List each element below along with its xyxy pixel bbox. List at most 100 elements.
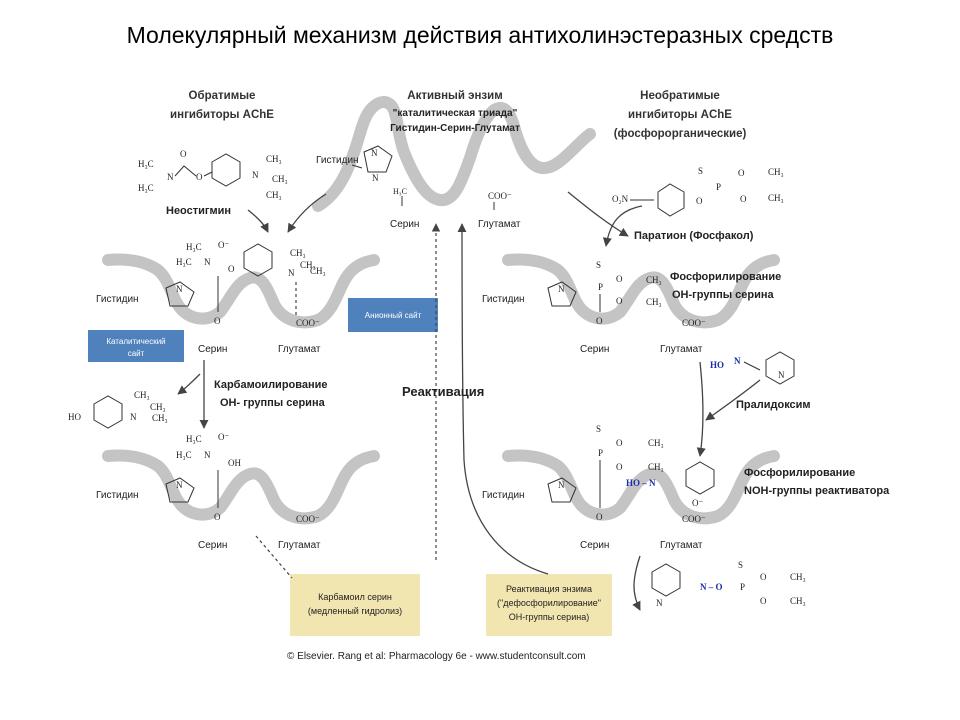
svg-text:N: N (167, 172, 174, 182)
svg-text:Гистидин: Гистидин (96, 490, 139, 501)
svg-text:Активный энзим: Активный энзим (407, 90, 502, 102)
svg-text:Гистидин: Гистидин (482, 294, 525, 305)
svg-text:N: N (130, 412, 137, 422)
svg-text:Необратимые: Необратимые (640, 90, 720, 102)
svg-text:N: N (778, 370, 785, 380)
svg-text:Пралидоксим: Пралидоксим (736, 399, 811, 411)
active-enzyme-header: Активный энзим "каталитическая триада" Г… (390, 90, 520, 134)
svg-text:Гистидин: Гистидин (316, 155, 359, 166)
svg-text:H₃C: H₃C (186, 242, 202, 252)
svg-text:Каталитический: Каталитический (106, 337, 165, 346)
svg-text:H₃C: H₃C (138, 159, 154, 169)
arrow-to-phosphorylated-oxime (632, 555, 641, 611)
pralidoxime-structure: HO N N Пралидоксим (710, 351, 811, 411)
reactivation-label: Реактивация (402, 384, 484, 399)
svg-text:Глутамат: Глутамат (278, 344, 321, 355)
svg-text:Карбамоилирование: Карбамоилирование (214, 379, 328, 391)
arrow-neostigmine-to-complex (247, 209, 269, 233)
active-site-top: Гистидин N N H₃C Серин COO⁻ Глутамат (316, 145, 521, 230)
svg-text:O: O (760, 572, 767, 582)
enzyme-surface-mid-right (502, 253, 780, 329)
svg-text:O: O (696, 196, 703, 206)
svg-text:H₃C: H₃C (138, 183, 154, 193)
svg-text:OH-группы серина): OH-группы серина) (509, 612, 589, 622)
svg-text:N: N (176, 284, 183, 294)
svg-text:Гистидин-Серин-Глутамат: Гистидин-Серин-Глутамат (390, 123, 520, 134)
carbamoyl-serine-note: Карбамоил серин (медленный гидролиз) (290, 574, 420, 636)
svg-text:Серин: Серин (580, 344, 609, 355)
svg-text:N: N (204, 257, 211, 267)
svg-text:O: O (180, 149, 187, 159)
svg-text:Серин: Серин (198, 344, 227, 355)
svg-text:Карбамоил серин: Карбамоил серин (318, 592, 392, 602)
enzyme-surface-top (312, 96, 596, 212)
svg-text:Фосфорилирование: Фосфорилирование (744, 467, 855, 479)
slide-title: Молекулярный механизм действия антихолин… (126, 22, 834, 48)
svg-text:CH₃: CH₃ (646, 275, 662, 285)
svg-text:O: O (196, 172, 203, 182)
svg-text:COO⁻: COO⁻ (488, 191, 512, 201)
svg-text:CH₃: CH₃ (310, 266, 326, 276)
svg-text:Серин: Серин (198, 540, 227, 551)
catalytic-site-box: Каталитический сайт (88, 330, 184, 362)
svg-text:COO⁻: COO⁻ (682, 318, 706, 328)
enzyme-surface-bottom-left (102, 449, 380, 525)
svg-text:Реактивация энзима: Реактивация энзима (506, 584, 592, 594)
credit-line: © Elsevier. Rang et al: Pharmacology 6e … (287, 651, 586, 662)
svg-text:Глутамат: Глутамат (278, 540, 321, 551)
svg-text:CH₃: CH₃ (134, 390, 150, 400)
svg-text:CH₃: CH₃ (272, 174, 288, 184)
svg-text:N: N (372, 173, 379, 183)
svg-text:HO: HO (68, 412, 81, 422)
svg-text:CH₃: CH₃ (290, 248, 306, 258)
phosphorylated-oxime-structure: N N – O S P O O CH₃ CH₃ (651, 560, 806, 608)
parathion-structure: O₂N O S P O O CH₃ CH₃ Паратион (Фосфакол… (612, 166, 784, 242)
svg-text:O: O (228, 264, 235, 274)
carbamoylation-label: Карбамоилирование OH- группы серина (214, 379, 328, 409)
svg-text:O: O (616, 274, 623, 284)
leaving-group-structure: HO CH₃ CH₃ N CH₃ (68, 390, 168, 429)
svg-text:N: N (656, 598, 663, 608)
svg-text:H₃C: H₃C (393, 187, 407, 196)
svg-text:O: O (616, 438, 623, 448)
svg-text:O⁻: O⁻ (218, 240, 229, 250)
svg-text:S: S (596, 424, 601, 434)
carbamoylated-enzyme: H₃C H₃C N O⁻ OH O Гистидин N COO⁻ Серин … (96, 432, 321, 551)
neostigmine-structure: H₃C H₃C N O O N CH₃ CH₃ CH₃ Неостигмин (138, 149, 288, 217)
svg-text:(фосфорорганические): (фосфорорганические) (614, 128, 747, 140)
svg-text:Серин: Серин (580, 540, 609, 551)
svg-text:COO⁻: COO⁻ (682, 514, 706, 524)
svg-text:CH₃: CH₃ (266, 190, 282, 200)
reversible-inhibitors-header: Обратимые ингибиторы AChE (170, 90, 274, 121)
svg-text:CH₃: CH₃ (646, 297, 662, 307)
svg-text:Паратион (Фосфакол): Паратион (Фосфакол) (634, 230, 754, 242)
svg-text:OH-группы серина: OH-группы серина (672, 289, 775, 301)
svg-text:COO⁻: COO⁻ (296, 318, 320, 328)
svg-text:CH₃: CH₃ (150, 402, 166, 412)
svg-text:P: P (740, 582, 745, 592)
svg-text:COO⁻: COO⁻ (296, 514, 320, 524)
svg-text:CH₃: CH₃ (648, 462, 664, 472)
svg-text:HO – N: HO – N (626, 478, 656, 488)
svg-text:O⁻: O⁻ (692, 498, 703, 508)
irreversible-inhibitors-header: Необратимые ингибиторы AChE (фосфорорган… (614, 90, 747, 140)
svg-text:CH₃: CH₃ (152, 413, 168, 423)
svg-text:ингибиторы AChE: ингибиторы AChE (628, 109, 732, 121)
svg-text:Неостигмин: Неостигмин (166, 205, 231, 217)
enzyme-oxime-complex: S P O O CH₃ CH₃ O HO – N O⁻ Гистидин N C… (482, 424, 890, 551)
svg-text:P: P (716, 182, 721, 192)
arrow-leaving-group (177, 373, 201, 395)
svg-text:P: P (598, 282, 603, 292)
svg-text:("дефосфорилирование": ("дефосфорилирование" (497, 598, 601, 608)
svg-text:HO: HO (710, 360, 724, 370)
svg-text:"каталитическая триада": "каталитическая триада" (393, 108, 518, 119)
enzyme-neostigmine-complex: H₃C H₃C N O⁻ O CH₃ CH₃ N CH₃ O Гистидин … (96, 240, 326, 355)
enzyme-surface-mid-left (102, 253, 380, 329)
svg-text:H₃C: H₃C (176, 450, 192, 460)
reactivation-note: Реактивация энзима ("дефосфорилирование"… (486, 574, 612, 636)
svg-text:Глутамат: Глутамат (660, 540, 703, 551)
svg-text:CH₃: CH₃ (790, 572, 806, 582)
svg-text:H₃C: H₃C (176, 257, 192, 267)
svg-text:Фосфорилирование: Фосфорилирование (670, 271, 781, 283)
